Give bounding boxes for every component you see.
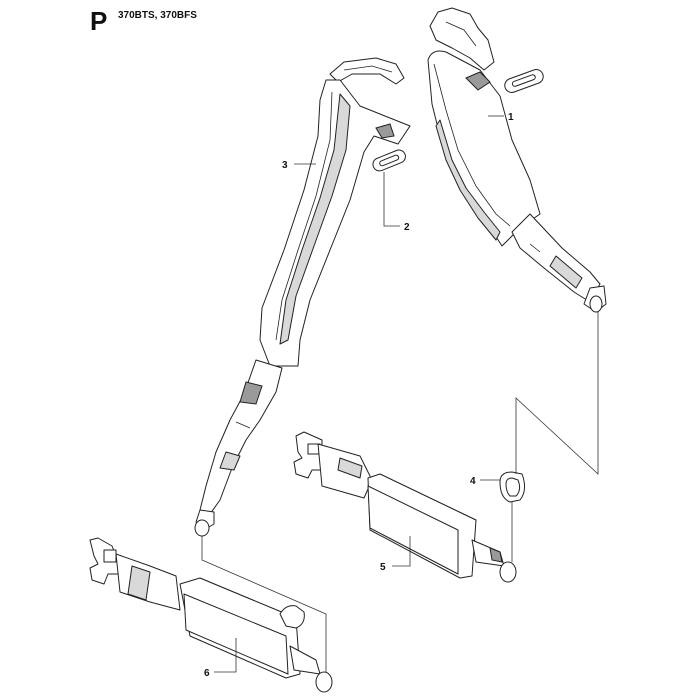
right-waist-strap (293, 431, 517, 583)
callout-2-label: 2 (404, 222, 410, 233)
callout-6-label: 6 (204, 668, 210, 679)
slide-clip-upper (504, 69, 544, 93)
callout-1-label: 1 (508, 112, 514, 123)
callout-4: 4 (470, 476, 500, 487)
callout-6: 6 (204, 638, 237, 679)
left-shoulder-strap (194, 57, 411, 537)
left-waist-strap (89, 537, 333, 693)
model-list: 370BTS, 370BFS (118, 10, 197, 21)
callout-1: 1 (488, 112, 514, 123)
d-ring (499, 471, 526, 503)
callout-4-label: 4 (470, 476, 476, 487)
connection-lines (201, 312, 599, 672)
callout-2: 2 (383, 172, 410, 233)
callout-3-label: 3 (282, 160, 288, 171)
callout-5: 5 (380, 536, 411, 573)
section-letter: P (90, 6, 108, 36)
callout-3: 3 (282, 160, 316, 171)
callout-5-label: 5 (380, 562, 386, 573)
slide-clip-lower (372, 149, 406, 172)
right-shoulder-strap (427, 7, 607, 313)
